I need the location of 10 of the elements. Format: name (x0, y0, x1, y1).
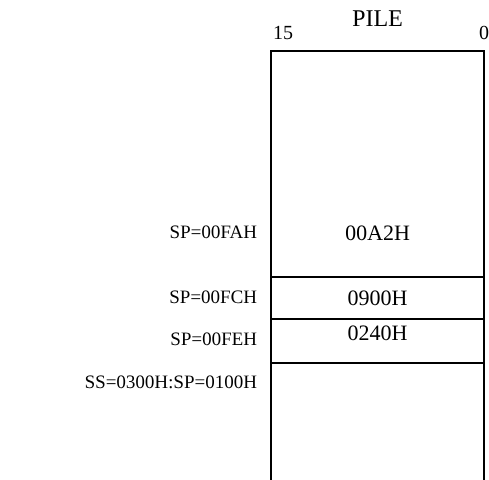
pointer-label: SP=00FAH (170, 222, 257, 244)
pointer-label: SS=0300H:SP=0100H (84, 372, 257, 394)
pointer-label: SP=00FCH (169, 287, 257, 309)
bit-number: 15 (273, 22, 293, 45)
stack-cell: 0240H (272, 320, 483, 364)
pointer-label: SP=00FEH (170, 329, 257, 351)
bit-number: 0 (479, 22, 489, 45)
stack-cell: 0900H (272, 278, 483, 320)
stack-heading: PILE (352, 6, 403, 33)
stack-cell: 00A2H (272, 52, 483, 278)
